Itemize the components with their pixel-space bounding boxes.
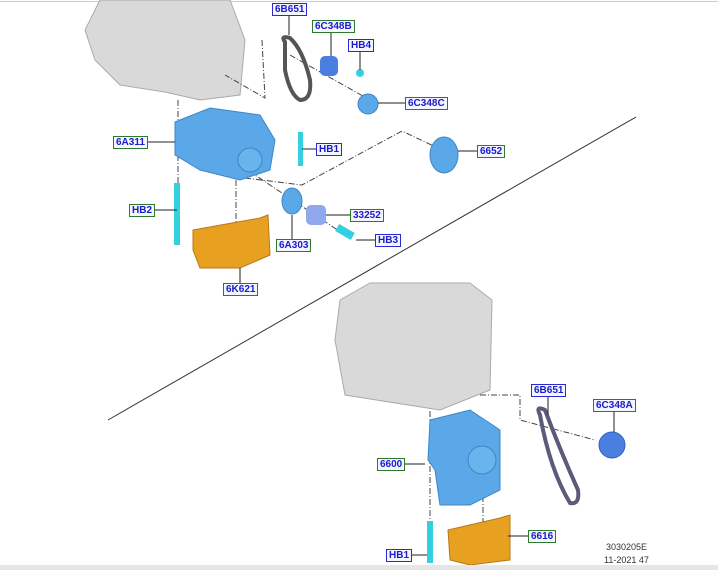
label-hb2[interactable]: HB2 — [129, 204, 156, 217]
label-6c348c[interactable]: 6C348C — [405, 97, 448, 110]
timing-belt-lower — [536, 406, 581, 506]
sprocket-6c348c — [357, 93, 379, 115]
washer-33252 — [306, 205, 326, 225]
sprocket-6a303 — [281, 187, 303, 215]
hb2-bolt — [174, 183, 180, 245]
label-6600[interactable]: 6600 — [377, 458, 406, 471]
label-6616[interactable]: 6616 — [528, 530, 557, 543]
sprocket-6c348a — [598, 431, 626, 459]
bottom-strip — [0, 565, 718, 570]
label-6a311[interactable]: 6A311 — [113, 136, 148, 149]
label-6k621[interactable]: 6K621 — [223, 283, 259, 296]
label-6c348a[interactable]: 6C348A — [593, 399, 636, 412]
hb1-bolt-upper — [298, 132, 303, 166]
cover-6k621 — [192, 214, 271, 269]
engine-block-upper — [84, 0, 246, 101]
label-hb4[interactable]: HB4 — [348, 39, 375, 52]
label-6b651-upper[interactable]: 6B651 — [272, 3, 308, 16]
hb4-bolt — [356, 69, 364, 77]
label-33252[interactable]: 33252 — [350, 209, 384, 222]
engine-block-lower — [334, 282, 493, 411]
pulley-6652 — [429, 136, 459, 174]
label-hb3[interactable]: HB3 — [375, 234, 402, 247]
label-6a303[interactable]: 6A303 — [276, 239, 312, 252]
hb3-bolt — [335, 224, 355, 240]
label-hb1-lower[interactable]: HB1 — [386, 549, 413, 562]
label-6c348b[interactable]: 6C348B — [312, 20, 355, 33]
hb1-bolt-lower — [427, 521, 433, 563]
cover-6616 — [447, 514, 511, 566]
timing-belt-upper — [281, 35, 313, 103]
section-divider — [107, 116, 637, 421]
tensioner-part — [320, 56, 338, 76]
oil-pump-6600 — [427, 409, 501, 506]
label-hb1-upper[interactable]: HB1 — [316, 143, 343, 156]
housing-6a311 — [174, 107, 276, 181]
label-6652[interactable]: 6652 — [477, 145, 506, 158]
top-border — [0, 1, 718, 2]
figure-code: 3030205E — [606, 542, 648, 552]
label-6b651-lower[interactable]: 6B651 — [531, 384, 567, 397]
figure-date: 11-2021 47 — [604, 555, 649, 565]
